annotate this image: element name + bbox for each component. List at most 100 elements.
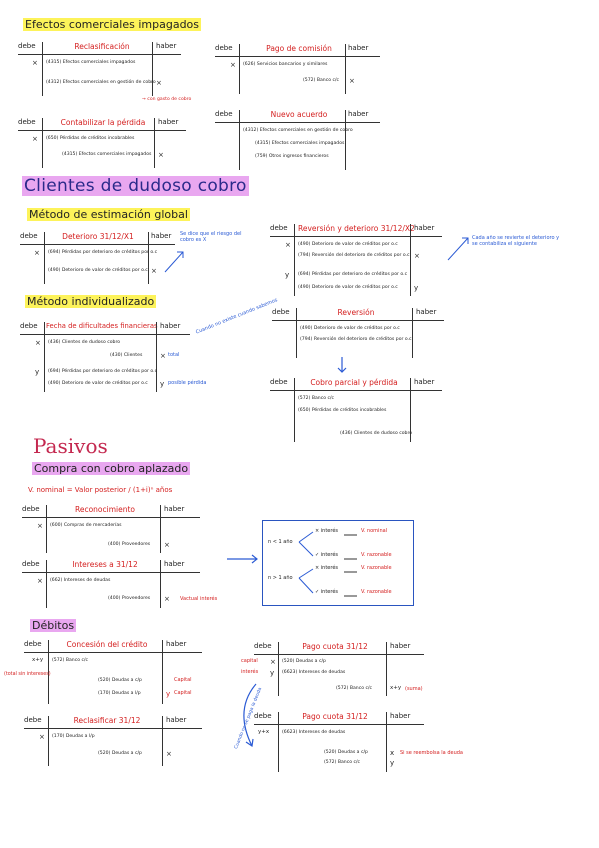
entry-line: (572) Banco c/c — [324, 760, 361, 765]
right-arrow-icon — [227, 554, 258, 564]
t-account-nuevo-acuerdo: debe Nuevo acuerdo haber (4312) Efectos … — [215, 110, 380, 170]
haber-label: haber — [348, 110, 369, 118]
debe-label: debe — [18, 118, 36, 126]
amount-mark: y — [270, 669, 275, 677]
account-title: Pago de comisión — [266, 44, 332, 53]
entry-line: (430) Clientes — [110, 353, 143, 358]
haber-label: haber — [414, 378, 435, 386]
curved-arrow-icon — [243, 683, 257, 748]
t-account-reclasificar: debe Reclasificar 31/12 haber × (170) De… — [24, 716, 202, 766]
entry-line: (694) Pérdidas por deterioro de créditos… — [48, 369, 158, 374]
debe-label: debe — [272, 308, 290, 316]
amount-mark: y — [160, 380, 165, 388]
entry-line: (436) Clientes de dudoso cobro — [340, 431, 413, 436]
haber-label: haber — [151, 232, 172, 240]
entry-line: (794) Reversión del deterioro de crédito… — [298, 253, 410, 258]
v-razonable-label: V. razonable — [361, 552, 392, 558]
amount-mark: × — [32, 135, 38, 143]
t-account-contabilizar-perdida: debe Contabilizar la pérdida haber × (65… — [18, 118, 186, 168]
account-title: Intereses a 31/12 — [72, 560, 138, 569]
interes-side-note: interés — [241, 669, 259, 675]
entry-line: (400) Proveedores — [108, 542, 151, 547]
arrow-icon — [164, 251, 184, 273]
capital-note: Capital — [174, 677, 192, 683]
amount-mark: × — [270, 658, 276, 666]
entry-line: (650) Pérdidas de créditos incobrables — [298, 408, 387, 413]
debe-label: debe — [254, 642, 272, 650]
debe-label: debe — [24, 716, 42, 724]
pasivos-title: Pasivos — [33, 434, 108, 458]
total-note: total — [168, 352, 180, 358]
entry-line: (6623) Intereses de deudas — [282, 670, 346, 675]
debe-label: debe — [22, 560, 40, 568]
entry-line: (6623) Intereses de deudas — [282, 730, 346, 735]
account-title: Deterioro 31/12/X1 — [62, 232, 134, 241]
account-title: Reversión — [337, 308, 375, 317]
debe-label: debe — [24, 640, 42, 648]
haber-label: haber — [390, 642, 411, 650]
debe-label: debe — [270, 224, 288, 232]
debe-label: debe — [20, 232, 38, 240]
account-title: Contabilizar la pérdida — [60, 118, 146, 127]
deterioro-note: Se dice que el riesgo del cobro es X — [180, 231, 242, 243]
entry-line: (626) Servicios bancarios y similares — [243, 62, 328, 67]
amount-mark: × — [414, 252, 420, 260]
debe-label: debe — [20, 322, 38, 330]
account-title: Reclasificar 31/12 — [73, 716, 141, 725]
entry-line: (572) Banco c/c — [298, 396, 335, 401]
t-account-fecha-dificultades: debe Fecha de dificultades financieras h… — [20, 322, 190, 392]
entry-line: (170) Deudas a l/p — [52, 734, 95, 739]
account-title: Reconocimiento — [74, 505, 136, 514]
v-razonable-label: V. razonable — [361, 589, 392, 595]
haber-label: haber — [166, 640, 187, 648]
amount-mark: y — [166, 690, 171, 698]
entry-line: (694) Pérdidas por deterioro de créditos… — [298, 272, 408, 277]
amount-mark: × — [158, 151, 164, 159]
amount-mark: y — [390, 759, 395, 767]
amount-mark: × — [285, 241, 291, 249]
t-account-concesion: debe Concesión del crédito haber x+y (57… — [24, 640, 202, 704]
entry-line: (520) Deudas a c/p — [98, 751, 142, 756]
entry-line: (759) Otros ingresos financieros — [255, 154, 329, 159]
v-interes-label: ✓ interés — [315, 589, 339, 595]
total-sin-intereses-note: (total sin intereses) — [4, 672, 51, 677]
efectos-title: Efectos comerciales impagados — [23, 18, 202, 31]
entry-line: (4315) Efectos comerciales impagados — [46, 60, 136, 65]
entry-line: (490) Deterioro de valor de créditos por… — [48, 268, 148, 273]
debe-label: debe — [270, 378, 288, 386]
haber-label: haber — [390, 712, 411, 720]
account-title: Reversión y deterioro 31/12/X2 — [298, 224, 415, 233]
account-title: Pago cuota 31/12 — [302, 712, 368, 721]
entry-line: (572) Banco c/c — [336, 686, 373, 691]
entry-line: (4315) Efectos comerciales impagados — [62, 152, 152, 157]
entry-line: (694) Pérdidas por deterioro de créditos… — [48, 250, 158, 255]
amount-mark: y — [414, 284, 419, 292]
entry-line: (490) Deterioro de valor de créditos por… — [300, 326, 400, 331]
amount-mark: × — [164, 595, 170, 603]
account-title: Pago cuota 31/12 — [302, 642, 368, 651]
valoracion-diagram: n < 1 año n > 1 año × interés ✓ interés … — [262, 520, 414, 606]
haber-label: haber — [156, 42, 177, 50]
debitos-title: Débitos — [30, 619, 77, 632]
amount-mark: × — [230, 61, 236, 69]
dash-lines — [344, 534, 357, 597]
debe-label: debe — [22, 505, 40, 513]
clientes-title: Clientes de dudoso cobro — [22, 176, 249, 196]
entry-line: (520) Deudas a c/p — [324, 750, 368, 755]
amount-mark: y+x — [258, 729, 270, 735]
suma-note: (suma) — [405, 686, 423, 692]
entry-line: (650) Pérdidas de créditos incobrables — [46, 136, 135, 141]
t-account-pago-cuota-1: debe Pago cuota 31/12 haber × (520) Deud… — [254, 642, 424, 696]
haber-label: haber — [158, 118, 179, 126]
amount-mark: x+y — [390, 685, 402, 691]
v-razonable-label: V. razonable — [361, 565, 392, 571]
reversion-note: Cada año se revierte el deterioro y se c… — [472, 235, 560, 247]
haber-label: haber — [166, 716, 187, 724]
amount-mark: x — [390, 749, 395, 757]
entry-line: (520) Deudas a c/p — [282, 659, 326, 664]
n-gt-label: n > 1 año — [268, 575, 293, 581]
v-interes-label: ✓ interés — [315, 552, 339, 558]
entry-line: (600) Compras de mercaderías — [50, 523, 122, 528]
t-account-pago-comision: debe Pago de comisión haber × (626) Serv… — [215, 44, 380, 94]
gasto-note: → con gasto de cobro — [142, 97, 192, 102]
